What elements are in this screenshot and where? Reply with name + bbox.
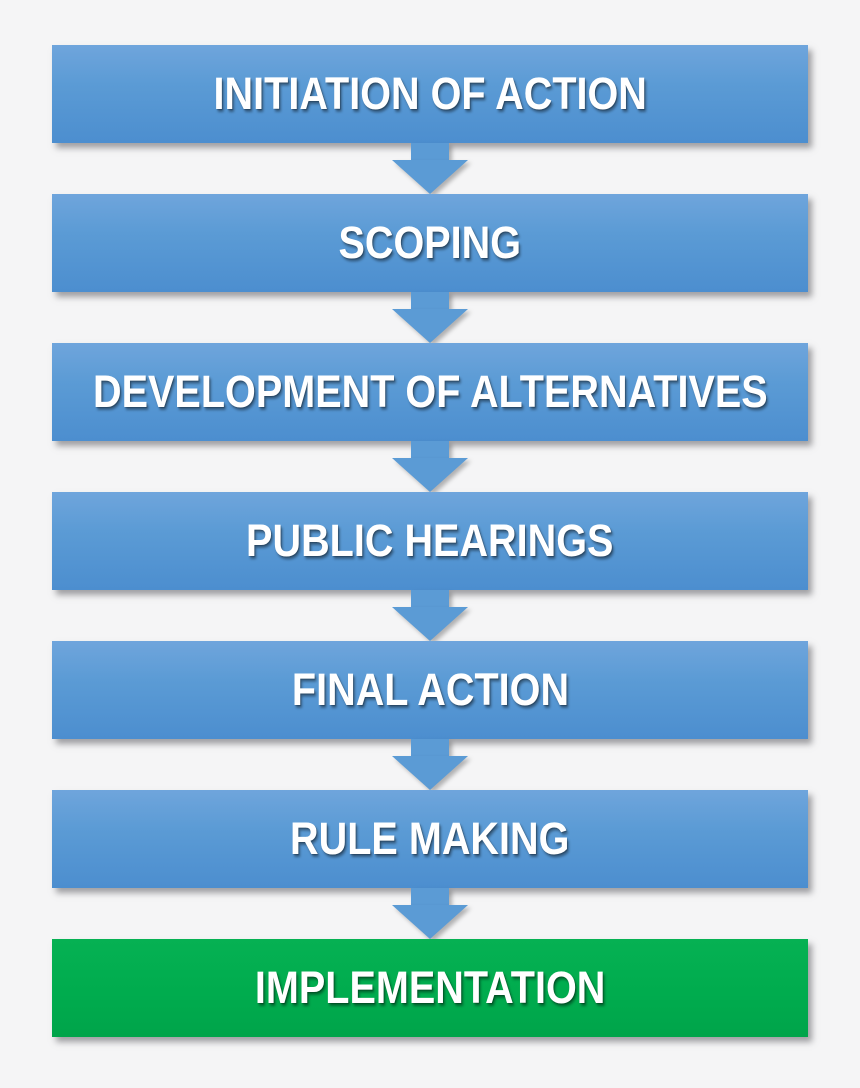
step-label: DEVELOPMENT OF ALTERNATIVES [92,366,768,417]
arrow-head [392,905,468,939]
arrow-stem [411,441,449,458]
down-arrow-icon [52,143,808,194]
step-label: SCOPING [338,217,522,268]
arrow-stem [411,590,449,607]
step-label: PUBLIC HEARINGS [246,515,614,566]
down-arrow-icon [52,739,808,790]
arrow-head [392,160,468,194]
arrow-stem [411,888,449,905]
arrow-stem [411,739,449,756]
step-implementation: IMPLEMENTATION [52,939,808,1037]
step-label: RULE MAKING [290,813,570,864]
down-arrow-icon [52,888,808,939]
down-arrow-icon [52,292,808,343]
down-arrow-icon [52,441,808,492]
arrow-stem [411,292,449,309]
step-public-hearings: PUBLIC HEARINGS [52,492,808,590]
step-label: IMPLEMENTATION [254,962,606,1013]
arrow-head [392,458,468,492]
step-final-action: FINAL ACTION [52,641,808,739]
step-scoping: SCOPING [52,194,808,292]
arrow-head [392,309,468,343]
step-label: INITIATION OF ACTION [213,68,647,119]
arrow-head [392,607,468,641]
step-development-of-alternatives: DEVELOPMENT OF ALTERNATIVES [52,343,808,441]
step-rule-making: RULE MAKING [52,790,808,888]
down-arrow-icon [52,590,808,641]
process-flowchart: INITIATION OF ACTION SCOPING DEVELOPMENT… [52,0,808,1037]
step-label: FINAL ACTION [291,664,569,715]
arrow-head [392,756,468,790]
arrow-stem [411,143,449,160]
step-initiation-of-action: INITIATION OF ACTION [52,45,808,143]
